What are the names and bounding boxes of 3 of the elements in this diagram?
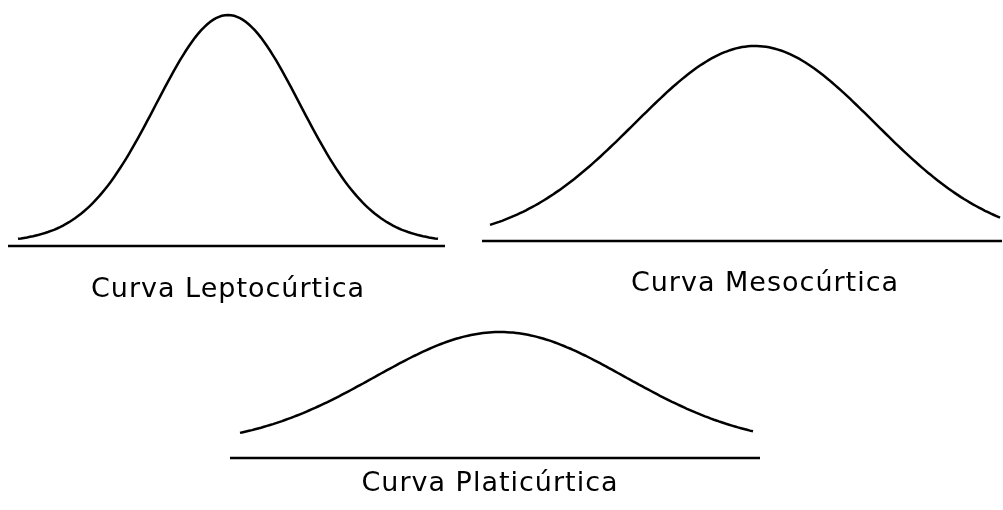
curve-caption: Curva Mesocúrtica: [630, 266, 900, 297]
curve-caption: Curva Leptocúrtica: [90, 272, 366, 303]
curve-caption: Curva Platicúrtica: [361, 466, 619, 497]
